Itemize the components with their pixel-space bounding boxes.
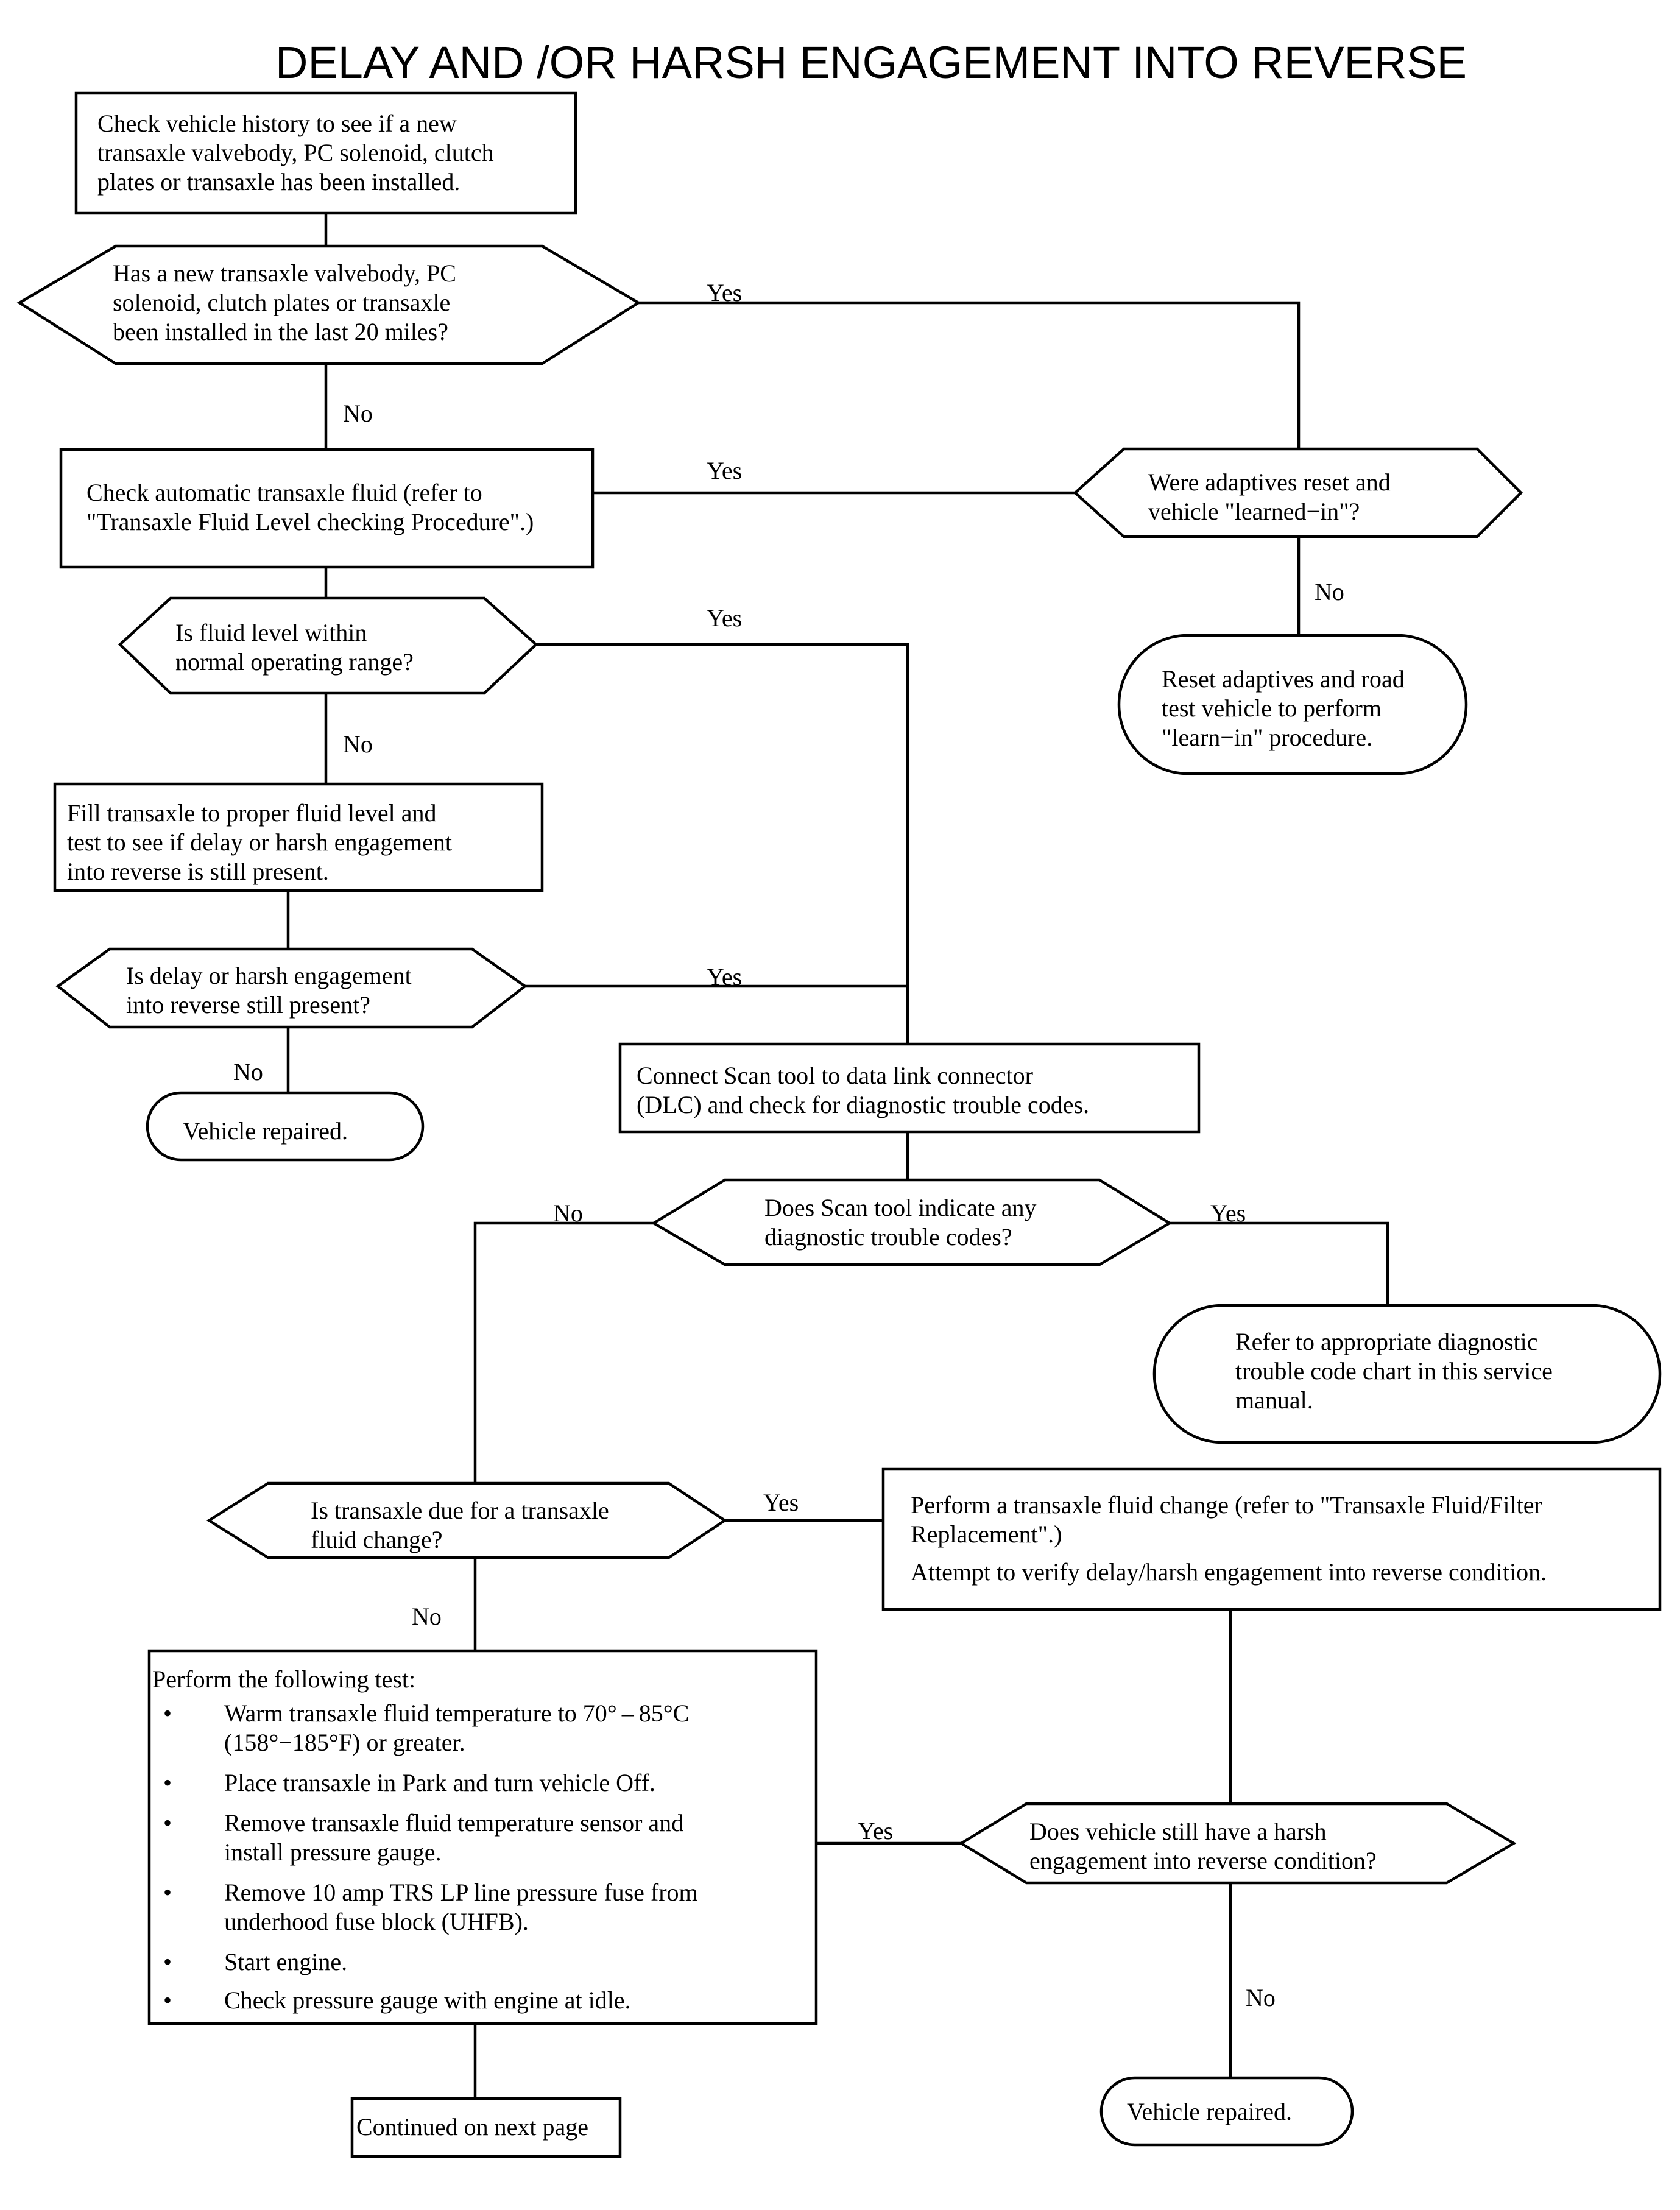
connect-scan-box <box>618 1042 1201 1134</box>
fluid-level-q-line-1: Is fluid level within <box>175 619 367 646</box>
perform-test-bullet-6-line-1: Check pressure gauge with engine at idle… <box>224 1986 631 2014</box>
check-history-box <box>74 91 577 215</box>
vehicle-repaired-1-text: Vehicle repaired. <box>183 1117 348 1145</box>
perform-test-bullet-1-line-1: Warm transaxle fluid temperature to 70° … <box>224 1700 689 1727</box>
fluid-level-decision <box>118 596 538 695</box>
edge-label-no-fluid-level: No <box>343 730 373 758</box>
edge-label-no-scan: No <box>553 1199 583 1227</box>
perform-test-bullet-5-line-1: Start engine. <box>224 1948 347 1975</box>
vehicle-repaired-terminal-2 <box>1099 2076 1354 2147</box>
adaptives-q-line-2: vehicle "learned−in"? <box>1148 498 1360 525</box>
harsh-still-decision <box>958 1802 1517 1885</box>
perform-fluid-change-line-1: Perform a transaxle fluid change (refer … <box>911 1491 1542 1519</box>
vehicle-repaired-2-text: Vehicle repaired. <box>1127 2098 1292 2125</box>
perform-test-box <box>147 1649 818 2025</box>
bullet-dot: • <box>163 1948 172 1975</box>
bullet-dot: • <box>163 1700 172 1727</box>
harsh-still-q-line-1: Does vehicle still have a harsh <box>1029 1818 1327 1845</box>
check-fluid-line-2: "Transaxle Fluid Level checking Procedur… <box>86 508 534 535</box>
perform-fluid-change-line-3: Attempt to verify delay/harsh engagement… <box>911 1558 1547 1586</box>
edge-label-yes-fluid-level: Yes <box>707 604 742 632</box>
edge-label-no-delay: No <box>233 1058 263 1086</box>
fluid-level-q-line-2: normal operating range? <box>175 648 414 676</box>
bullet-dot: • <box>163 1879 172 1906</box>
edge-label-no-adaptives: No <box>1315 578 1344 605</box>
installed-q-line-1: Has a new transaxle valvebody, PC <box>113 259 456 287</box>
perform-test-bullet-4-line-2: underhood fuse block (UHFB). <box>224 1908 529 1935</box>
edge-label-yes-fluid-change: Yes <box>763 1489 799 1516</box>
perform-test-bullet-2-line-1: Place transaxle in Park and turn vehicle… <box>224 1769 655 1796</box>
bullet-dot: • <box>163 1986 172 2014</box>
bullet-dot: • <box>163 1769 172 1796</box>
reset-adaptives-line-3: "learn−in" procedure. <box>1162 724 1372 751</box>
connectors <box>286 213 1389 2099</box>
edge-label-yes-installed: Yes <box>707 279 742 306</box>
delay-present-q-line-1: Is delay or harsh engagement <box>126 962 412 989</box>
fluid-change-q-line-2: fluid change? <box>311 1526 443 1553</box>
fill-transaxle-line-1: Fill transaxle to proper fluid level and <box>67 799 437 827</box>
refer-dtc-line-1: Refer to appropriate diagnostic <box>1235 1328 1537 1355</box>
perform-fluid-change-box <box>881 1467 1662 1611</box>
refer-dtc-terminal <box>1152 1304 1662 1444</box>
adaptives-q-line-1: Were adaptives reset and <box>1148 468 1391 496</box>
perform-fluid-change-line-2: Replacement".) <box>911 1520 1062 1548</box>
node-shapes <box>16 91 1662 2158</box>
fill-transaxle-line-3: into reverse is still present. <box>67 858 329 885</box>
fill-transaxle-box <box>53 782 544 892</box>
perform-test-heading: Perform the following test: <box>152 1665 415 1693</box>
adaptives-decision <box>1073 447 1523 538</box>
delay-present-decision <box>55 947 528 1029</box>
check-history-line-2: transaxle valvebody, PC solenoid, clutch <box>97 139 494 166</box>
vehicle-repaired-terminal-1 <box>146 1091 425 1162</box>
delay-present-q-line-2: into reverse still present? <box>126 991 370 1019</box>
page-title: DELAY AND /OR HARSH ENGAGEMENT INTO REVE… <box>275 37 1467 88</box>
perform-test-bullet-4-line-1: Remove 10 amp TRS LP line pressure fuse … <box>224 1879 698 1906</box>
reset-adaptives-terminal <box>1117 634 1468 775</box>
refer-dtc-line-2: trouble code chart in this service <box>1235 1357 1553 1385</box>
edge-label-yes-adaptives: Yes <box>707 457 742 484</box>
installed-q-line-3: been installed in the last 20 miles? <box>113 318 448 345</box>
edge-label-yes-delay: Yes <box>707 963 742 990</box>
edge-label-no-harsh: No <box>1246 1984 1276 2011</box>
refer-dtc-line-3: manual. <box>1235 1386 1313 1414</box>
continued-box <box>350 2097 622 2158</box>
reset-adaptives-line-2: test vehicle to perform <box>1162 694 1382 722</box>
scan-codes-q-line-2: diagnostic trouble codes? <box>764 1223 1012 1251</box>
fill-transaxle-line-2: test to see if delay or harsh engagement <box>67 828 452 856</box>
perform-test-bullet-3-line-2: install pressure gauge. <box>224 1838 442 1866</box>
edge-label-yes-harsh: Yes <box>858 1817 893 1845</box>
check-fluid-box <box>59 448 595 569</box>
fluid-change-q-line-1: Is transaxle due for a transaxle <box>311 1497 609 1524</box>
reset-adaptives-line-1: Reset adaptives and road <box>1162 665 1405 693</box>
installed-decision <box>16 244 641 365</box>
edge-label-no-fluid-change: No <box>412 1603 442 1630</box>
perform-test-bullet-3-line-1: Remove transaxle fluid temperature senso… <box>224 1809 683 1837</box>
check-fluid-line-1: Check automatic transaxle fluid (refer t… <box>86 479 482 506</box>
edge-label-no-installed: No <box>343 400 373 427</box>
check-history-line-1: Check vehicle history to see if a new <box>97 110 457 137</box>
edge-labels: Yes No Yes No Yes No Yes No No Yes Yes N… <box>233 279 1344 2011</box>
continued-text: Continued on next page <box>356 2113 588 2141</box>
perform-test-bullet-1-line-2: (158°−185°F) or greater. <box>224 1729 465 1756</box>
connect-scan-line-2: (DLC) and check for diagnostic trouble c… <box>637 1091 1089 1118</box>
connect-scan-line-1: Connect Scan tool to data link connector <box>637 1062 1033 1089</box>
harsh-still-q-line-2: engagement into reverse condition? <box>1029 1847 1377 1874</box>
installed-q-line-2: solenoid, clutch plates or transaxle <box>113 289 450 316</box>
edge-label-yes-scan: Yes <box>1210 1199 1246 1227</box>
node-text: Check vehicle history to see if a new tr… <box>67 110 1553 2141</box>
scan-codes-q-line-1: Does Scan tool indicate any <box>764 1194 1037 1221</box>
check-history-line-3: plates or transaxle has been installed. <box>97 168 460 196</box>
fluid-change-decision <box>206 1481 728 1559</box>
scan-codes-decision <box>651 1178 1173 1266</box>
bullet-dot: • <box>163 1809 172 1837</box>
